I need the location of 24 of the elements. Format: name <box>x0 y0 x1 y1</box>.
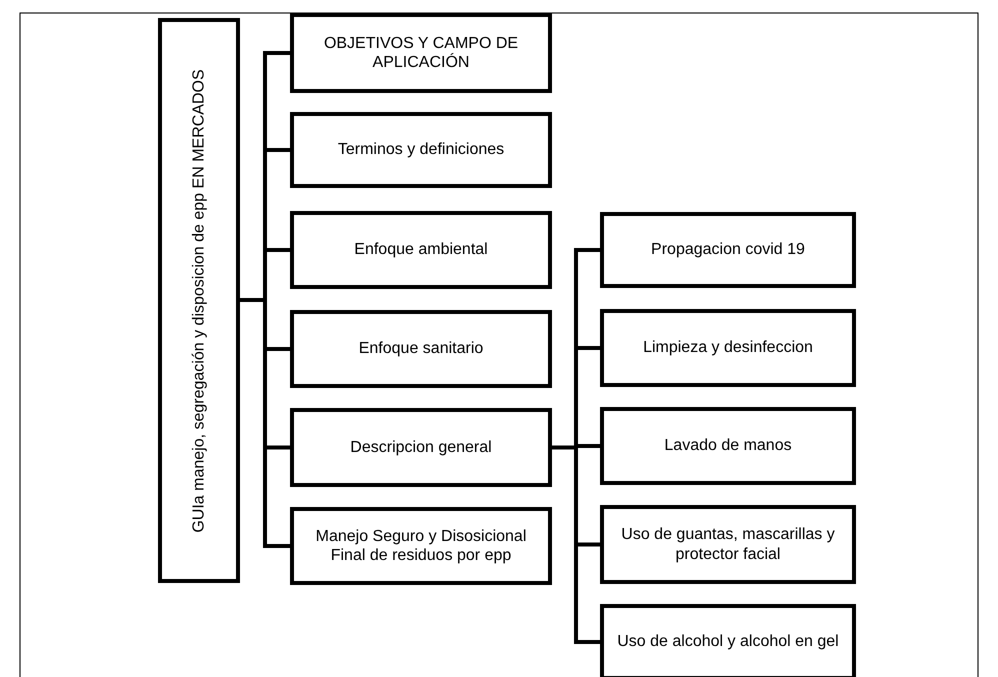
topic-box <box>290 408 552 487</box>
topic-box <box>600 212 856 288</box>
box-label: GUIa manejo, segregación y disposicion de epp EN MERCADOS <box>189 68 208 534</box>
box-label: Lavado de manos <box>663 436 793 456</box>
box-label: Terminos y definiciones <box>336 140 506 160</box>
box-label: Descripcion general <box>349 438 493 458</box>
topic-box <box>600 604 856 677</box>
box-label: Enfoque ambiental <box>353 240 489 260</box>
topic-box <box>600 505 856 584</box>
box-label: Manejo Seguro y Disosicional Final de residuos por epp <box>314 526 528 566</box>
box-label: Uso de guantas, mascarillas y protector facial <box>620 525 836 564</box>
topic-box <box>600 309 856 387</box>
box-label: Limpieza y desinfeccion <box>642 338 814 358</box>
topic-box <box>290 112 552 188</box>
topic-box <box>600 407 856 485</box>
topic-box <box>290 310 552 388</box>
topic-box <box>290 507 552 585</box>
topic-box <box>158 18 240 583</box>
box-label: Enfoque sanitario <box>358 339 484 359</box>
topic-box <box>290 211 552 289</box>
box-label: Uso de alcohol y alcohol en gel <box>616 632 840 652</box>
box-label: Propagacion covid 19 <box>650 240 806 260</box>
box-label: OBJETIVOS Y CAMPO DE APLICACIÓN <box>322 34 520 72</box>
topic-box <box>290 13 552 93</box>
